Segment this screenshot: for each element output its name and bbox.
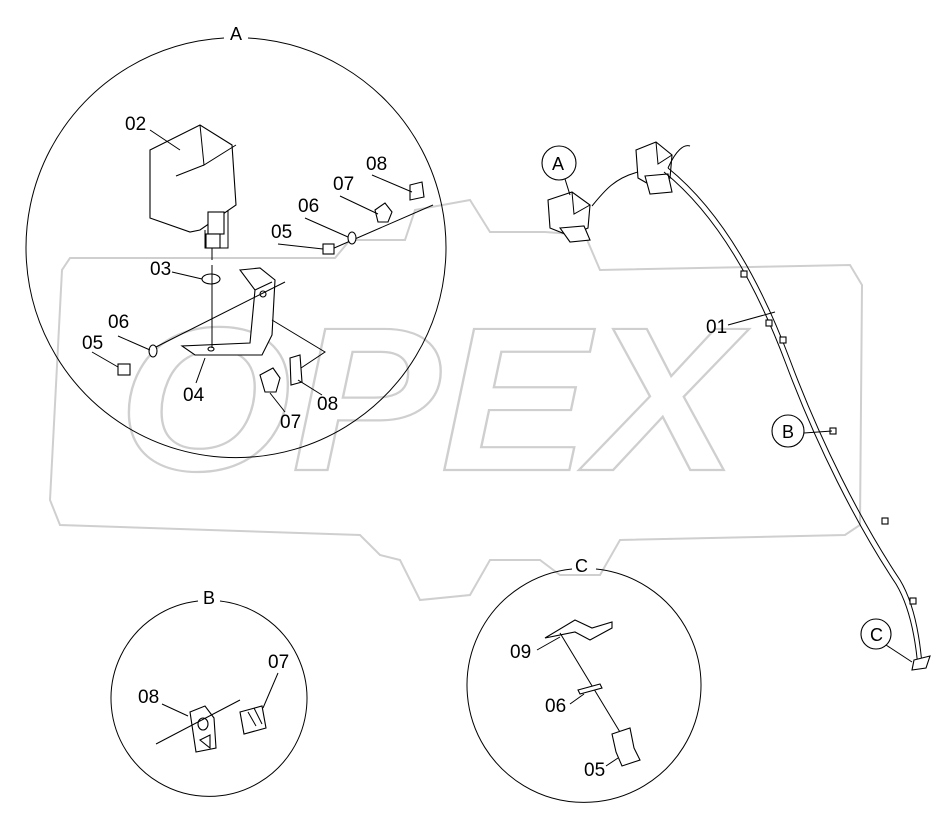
label-02: 02 bbox=[125, 114, 146, 135]
label-07: 07 bbox=[280, 412, 301, 433]
bracket-part bbox=[149, 265, 326, 373]
harness-clip bbox=[881, 517, 889, 525]
label-06: 06 bbox=[545, 696, 566, 717]
harness-main-cable-inner bbox=[663, 171, 919, 669]
callout-b-text: B bbox=[782, 422, 794, 442]
callout-c-circle bbox=[860, 618, 892, 650]
main-lamp-right bbox=[635, 141, 673, 195]
label-01: 01 bbox=[706, 317, 727, 338]
label-05: 05 bbox=[271, 222, 292, 243]
harness-clip bbox=[779, 336, 787, 344]
label-07: 07 bbox=[268, 652, 289, 673]
label-08: 08 bbox=[138, 687, 159, 708]
upper-fasteners bbox=[322, 181, 434, 255]
watermark-gear-outline bbox=[48, 198, 864, 602]
detail-view-c: C 09 06 05 bbox=[466, 556, 702, 803]
b-axis-line bbox=[155, 699, 241, 745]
main-assembly: A B C 01 bbox=[541, 141, 931, 671]
callout-a-circle bbox=[541, 145, 577, 181]
callout-a-text: A bbox=[552, 154, 564, 174]
harness-clip bbox=[765, 319, 773, 327]
work-lamp-part bbox=[149, 124, 237, 260]
label-08: 08 bbox=[366, 154, 387, 175]
callout-b-circle bbox=[771, 414, 805, 448]
detail-view-a-circle bbox=[25, 37, 447, 459]
detail-view-c-title: C bbox=[575, 556, 588, 576]
label-06: 06 bbox=[108, 312, 129, 333]
watermark-brand-text: OPEX bbox=[118, 285, 749, 514]
harness-clip bbox=[909, 597, 917, 605]
label-07: 07 bbox=[333, 174, 354, 195]
label-04: 04 bbox=[183, 385, 205, 406]
detail-view-a: A bbox=[25, 24, 447, 459]
c-bracket-part bbox=[544, 619, 613, 641]
label-03: 03 bbox=[150, 259, 171, 280]
harness-top-loop bbox=[667, 145, 691, 169]
detail-view-b: B 08 07 bbox=[110, 588, 308, 797]
c-bolt-part bbox=[611, 727, 641, 767]
harness-clip bbox=[740, 270, 748, 278]
c-washer-part bbox=[577, 683, 603, 695]
detail-view-b-circle bbox=[110, 600, 308, 797]
label-05: 05 bbox=[584, 760, 605, 781]
label-06: 06 bbox=[298, 196, 319, 217]
washer-part bbox=[201, 273, 221, 285]
detail-view-a-title: A bbox=[230, 24, 242, 44]
main-lamp-left bbox=[547, 191, 591, 243]
connecting-wire bbox=[591, 171, 639, 207]
label-05: 05 bbox=[82, 333, 103, 354]
harness-end-plate bbox=[911, 655, 931, 671]
label-08: 08 bbox=[317, 394, 338, 415]
label-09: 09 bbox=[510, 642, 531, 663]
leader-lines-a bbox=[91, 129, 413, 413]
harness-main-cable bbox=[667, 167, 923, 666]
detail-view-c-circle bbox=[466, 568, 702, 803]
watermark-logo: OPEX bbox=[48, 198, 864, 602]
lower-fasteners bbox=[117, 344, 303, 393]
detail-view-b-title: B bbox=[203, 588, 215, 608]
callout-c-text: C bbox=[870, 625, 883, 645]
